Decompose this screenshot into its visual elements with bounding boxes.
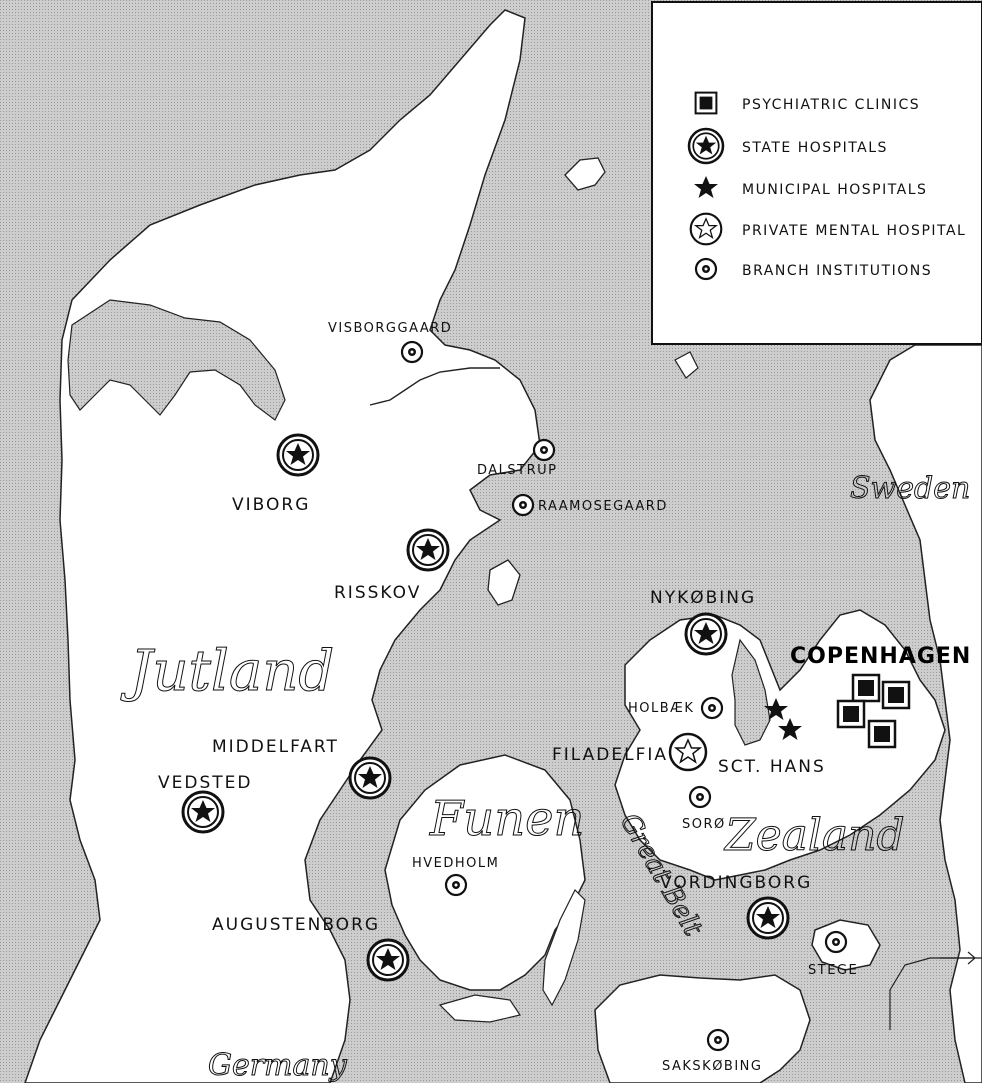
legend-label-municipal: MUNICIPAL HOSPITALS — [742, 182, 927, 198]
arrow-right-icon — [940, 951, 976, 965]
copenhagen-clinic-2[interactable] — [881, 680, 911, 710]
label-risskov: RISSKOV — [334, 583, 421, 603]
label-soro: SORØ — [682, 817, 726, 832]
dalstrup-marker[interactable] — [532, 438, 556, 462]
aero-island — [438, 994, 521, 1023]
limfjord — [67, 299, 286, 421]
copenhagen-clinic-3[interactable] — [836, 699, 866, 729]
viborg-marker[interactable] — [276, 433, 320, 477]
label-filadelfia: FILADELFIA — [552, 745, 668, 765]
legend: PSYCHIATRIC CLINICS STATE HOSPITALS MUNI… — [651, 1, 982, 345]
vordingborg-marker[interactable] — [746, 896, 790, 940]
label-viborg: VIBORG — [232, 495, 310, 515]
nykobing-marker[interactable] — [684, 612, 728, 656]
legend-label-private: PRIVATE MENTAL HOSPITAL — [742, 223, 966, 239]
label-middelfart: MIDDELFART — [212, 737, 339, 757]
holbaek-marker[interactable] — [700, 696, 724, 720]
filadelfia-marker[interactable] — [668, 732, 708, 772]
copenhagen-clinic-4[interactable] — [867, 719, 897, 749]
label-vedsted: VEDSTED — [158, 773, 252, 793]
label-holbaek: HOLBÆK — [628, 701, 694, 716]
label-sct-hans: SCT. HANS — [718, 757, 826, 777]
copenhagen-clinic-1[interactable] — [851, 673, 881, 703]
legend-branch-icon — [694, 257, 718, 281]
lolland-falster-land — [594, 974, 811, 1083]
soro-marker[interactable] — [688, 785, 712, 809]
risskov-marker[interactable] — [406, 528, 450, 572]
sweden-land — [869, 344, 982, 1083]
isefjord — [731, 638, 771, 746]
region-jutland: Jutland — [120, 639, 334, 704]
region-sweden: Sweden — [850, 471, 970, 506]
stege-marker[interactable] — [824, 930, 848, 954]
sakskobing-marker[interactable] — [706, 1028, 730, 1052]
hvedholm-marker[interactable] — [444, 873, 468, 897]
label-copenhagen: COPENHAGEN — [790, 644, 971, 669]
label-raamosegaard: RAAMOSEGAARD — [538, 499, 668, 514]
legend-label-state: STATE HOSPITALS — [742, 140, 888, 156]
label-sakskobing: SAKSKØBING — [662, 1059, 762, 1074]
legend-private-icon — [689, 212, 723, 246]
raamosegaard-marker[interactable] — [511, 493, 535, 517]
vedsted-marker[interactable] — [181, 790, 225, 834]
label-hvedholm: HVEDHOLM — [412, 856, 499, 871]
legend-clinic-icon — [694, 91, 718, 115]
label-vordingborg: VORDINGBORG — [660, 873, 812, 893]
samsoe-island — [487, 559, 521, 606]
jutland-land — [24, 9, 541, 1083]
legend-box — [651, 1, 982, 345]
legend-label-branch: BRANCH INSTITUTIONS — [742, 263, 932, 279]
region-zealand: Zealand — [723, 810, 905, 861]
anholt-island — [564, 157, 606, 191]
langeland-island — [542, 888, 586, 1007]
legend-label-clinics: PSYCHIATRIC CLINICS — [742, 97, 920, 113]
visborggaard-marker[interactable] — [400, 340, 424, 364]
region-funen: Funen — [429, 791, 584, 847]
augustenborg-marker[interactable] — [366, 938, 410, 982]
label-visborggaard: VISBORGGAARD — [328, 321, 452, 336]
label-stege: STEGE — [808, 963, 858, 978]
small-island — [674, 351, 699, 379]
middelfart-marker[interactable] — [348, 756, 392, 800]
label-nykobing: NYKØBING — [650, 588, 756, 608]
label-augustenborg: AUGUSTENBORG — [212, 915, 380, 935]
legend-state-icon — [687, 127, 725, 165]
region-germany: Germany — [208, 1048, 348, 1083]
mariager-fjord — [369, 367, 500, 406]
label-dalstrup: DALSTRUP — [477, 463, 558, 478]
